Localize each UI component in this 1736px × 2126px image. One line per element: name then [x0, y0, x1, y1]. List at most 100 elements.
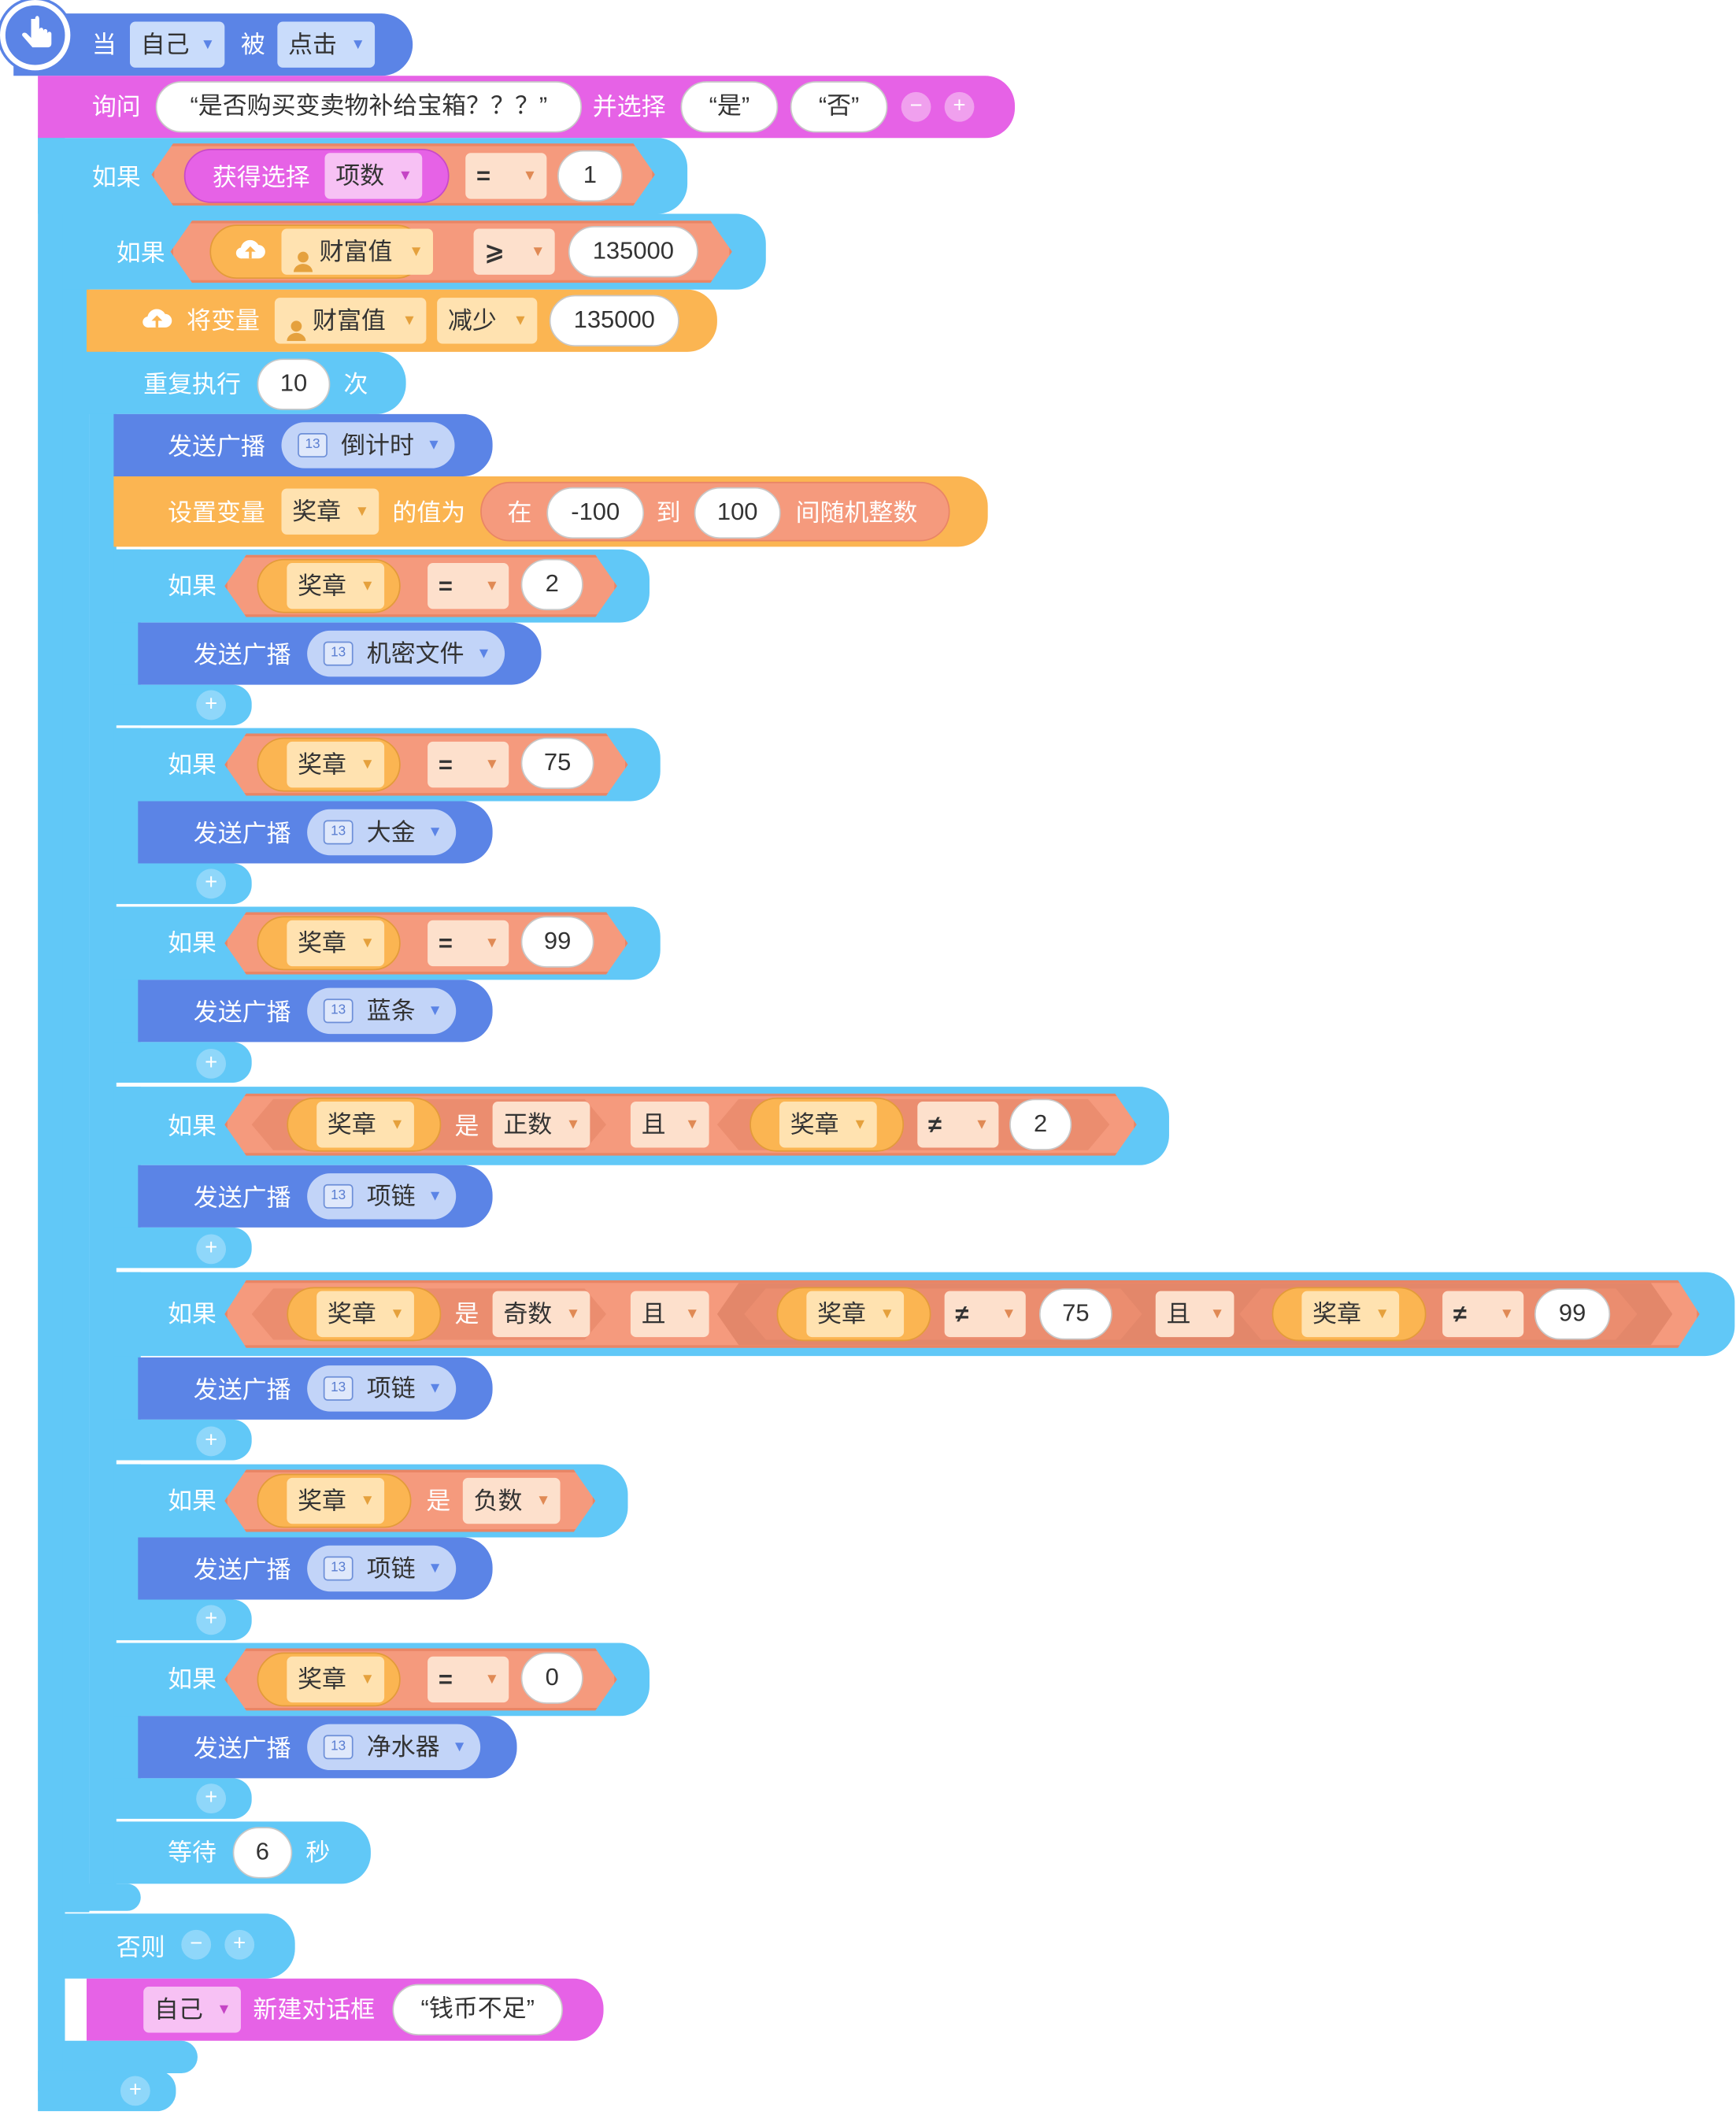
broadcast-message-dropdown[interactable]: 13 净水器 ▼ [307, 1724, 481, 1771]
change-value-input[interactable]: 135000 [549, 294, 679, 346]
ask-choice-1-input[interactable]: “是” [680, 81, 779, 133]
plus-icon[interactable]: + [196, 1783, 227, 1814]
plus-icon[interactable]: + [196, 1426, 227, 1457]
repeat-count-input[interactable]: 10 [257, 358, 331, 410]
if-c5-label: 如果 [168, 1300, 217, 1328]
broadcast-message-dropdown[interactable]: 13 蓝条 ▼ [307, 987, 457, 1035]
plus-icon[interactable]: + [196, 869, 227, 899]
plus-icon[interactable]: + [944, 91, 975, 122]
chevron-down-icon: ▼ [217, 2001, 231, 2018]
broadcast-message-dropdown[interactable]: 13 大金 ▼ [307, 809, 457, 856]
if-c3-value-input[interactable]: 99 [520, 916, 594, 968]
if-c4-op-dropdown[interactable]: ≠▼ [917, 1102, 999, 1148]
if-c1-var-dropdown[interactable]: 奖章▼ [287, 562, 385, 609]
if-c4-and-dropdown[interactable]: 且▼ [630, 1102, 709, 1148]
if-c1-op-dropdown[interactable]: =▼ [428, 562, 509, 609]
if-c5-op2-dropdown[interactable]: ≠▼ [1442, 1291, 1524, 1338]
if-c4-var-dropdown[interactable]: 奖章▼ [316, 1102, 414, 1148]
chevron-down-icon: ▼ [398, 168, 413, 184]
change-mode-label: 减少 [447, 307, 497, 335]
if-c5-var3-dropdown[interactable]: 奖章▼ [1301, 1291, 1400, 1338]
dialog-sprite-dropdown[interactable]: 自己 ▼ [143, 1987, 241, 2033]
if-c3-footer [113, 1042, 252, 1083]
if-c5-value2-input[interactable]: 99 [1534, 1288, 1611, 1340]
broadcast-message-dropdown[interactable]: 13 项链 ▼ [307, 1173, 457, 1220]
if2-var-label: 财富值 [319, 238, 393, 265]
if-c2-value-input[interactable]: 75 [520, 737, 594, 790]
change-mode-dropdown[interactable]: 减少 ▼ [437, 298, 538, 344]
if1-field-dropdown[interactable]: 项数▼ [324, 153, 423, 199]
if2-value-input[interactable]: 135000 [568, 226, 698, 278]
broadcast-label: 发送广播 [193, 1376, 291, 1404]
if2-var-dropdown[interactable]: 财富值▼ [281, 228, 433, 275]
plus-icon[interactable]: + [196, 1234, 227, 1265]
else-label: 否则 [116, 1934, 165, 1961]
if-c4-kind-dropdown[interactable]: 正数▼ [492, 1102, 590, 1148]
set-var-dropdown[interactable]: 奖章▼ [281, 488, 379, 535]
if-c4-var2-label: 奖章 [790, 1111, 839, 1139]
if-c5-kind-dropdown[interactable]: 奇数▼ [492, 1291, 590, 1338]
if-c3-var-dropdown[interactable]: 奖章▼ [287, 920, 385, 967]
if-c6-kind-dropdown[interactable]: 负数▼ [462, 1477, 561, 1524]
chevron-down-icon: ▼ [484, 935, 500, 952]
plus-icon[interactable]: + [224, 1929, 255, 1960]
if-c7-value-input[interactable]: 0 [520, 1652, 583, 1704]
chevron-down-icon: ▼ [513, 313, 528, 329]
broadcast-message-dropdown[interactable]: 13 项链 ▼ [307, 1545, 457, 1592]
if-c3-op-dropdown[interactable]: =▼ [428, 920, 509, 967]
repeat-block[interactable] [86, 351, 406, 414]
dialog-text-input[interactable]: “钱币不足” [392, 1983, 563, 2035]
if1-op-dropdown[interactable]: =▼ [465, 153, 547, 199]
if-c5-and-dropdown[interactable]: 且▼ [630, 1291, 709, 1338]
if-c3-label: 如果 [168, 929, 217, 957]
dialog-sprite-label: 自己 [154, 1996, 203, 2024]
if-c5-value1-input[interactable]: 75 [1038, 1288, 1112, 1340]
event-action-dropdown[interactable]: 点击▼ [277, 21, 376, 68]
broadcast-message-dropdown[interactable]: 13 项链 ▼ [307, 1365, 457, 1412]
if-c1-value-input[interactable]: 2 [520, 558, 583, 611]
minus-icon[interactable]: − [181, 1929, 212, 1960]
if-c3-var-label: 奖章 [298, 929, 346, 957]
chevron-down-icon: ▼ [354, 503, 370, 520]
if-c5-op1-dropdown[interactable]: ≠▼ [944, 1291, 1026, 1338]
broadcast-message-dropdown[interactable]: 13 机密文件 ▼ [307, 630, 505, 677]
if-c7-var-dropdown[interactable]: 奖章▼ [287, 1656, 385, 1703]
chevron-down-icon: ▼ [428, 824, 443, 841]
ask-choice-2-input[interactable]: “否” [790, 81, 888, 133]
if-c4-var2-dropdown[interactable]: 奖章▼ [779, 1102, 877, 1148]
random-min-input[interactable]: -100 [546, 487, 645, 539]
if-c6-kind-label: 负数 [473, 1487, 523, 1515]
broadcast-message-dropdown[interactable]: 13 倒计时 ▼ [281, 422, 455, 469]
minus-icon[interactable]: − [901, 91, 931, 122]
wait-seconds-input[interactable]: 6 [232, 1827, 293, 1879]
dialog-label: 新建对话框 [253, 1996, 376, 2024]
if-c5-and2-dropdown[interactable]: 且▼ [1155, 1291, 1234, 1338]
broadcast-message-label: 净水器 [366, 1733, 440, 1761]
random-max-input[interactable]: 100 [694, 487, 781, 539]
broadcast-message-label: 大金 [366, 818, 416, 846]
plus-icon[interactable]: + [196, 1048, 227, 1079]
chevron-down-icon: ▼ [402, 313, 417, 329]
ask-question-input[interactable]: “是否购买变卖物补给宝箱？？？” [155, 81, 583, 133]
event-sprite-dropdown[interactable]: 自己▼ [129, 21, 225, 68]
plus-icon[interactable]: + [120, 2076, 150, 2106]
event-sprite-label: 自己 [140, 31, 190, 58]
if-c2-op-dropdown[interactable]: =▼ [428, 741, 509, 788]
plus-icon[interactable]: + [196, 690, 227, 720]
repeat-unit-label: 次 [343, 370, 368, 398]
if-c5-var2-dropdown[interactable]: 奖章▼ [806, 1291, 905, 1338]
chevron-down-icon: ▼ [452, 1739, 467, 1756]
if-c4-value-input[interactable]: 2 [1009, 1098, 1072, 1150]
if-c7-op-dropdown[interactable]: =▼ [428, 1656, 509, 1703]
chevron-down-icon: ▼ [360, 1671, 376, 1688]
if-c2-var-dropdown[interactable]: 奖章▼ [287, 741, 385, 788]
if-c6-var-dropdown[interactable]: 奖章▼ [287, 1477, 385, 1524]
else-block[interactable] [62, 1913, 295, 1979]
if1-value-input[interactable]: 1 [557, 150, 623, 202]
if-c5-var-dropdown[interactable]: 奖章▼ [316, 1291, 414, 1338]
broadcast-message-label: 项链 [366, 1375, 416, 1402]
change-var-dropdown[interactable]: 财富值▼ [274, 298, 427, 344]
plus-icon[interactable]: + [196, 1605, 227, 1635]
if2-op-dropdown[interactable]: ⩾▼ [473, 228, 555, 275]
